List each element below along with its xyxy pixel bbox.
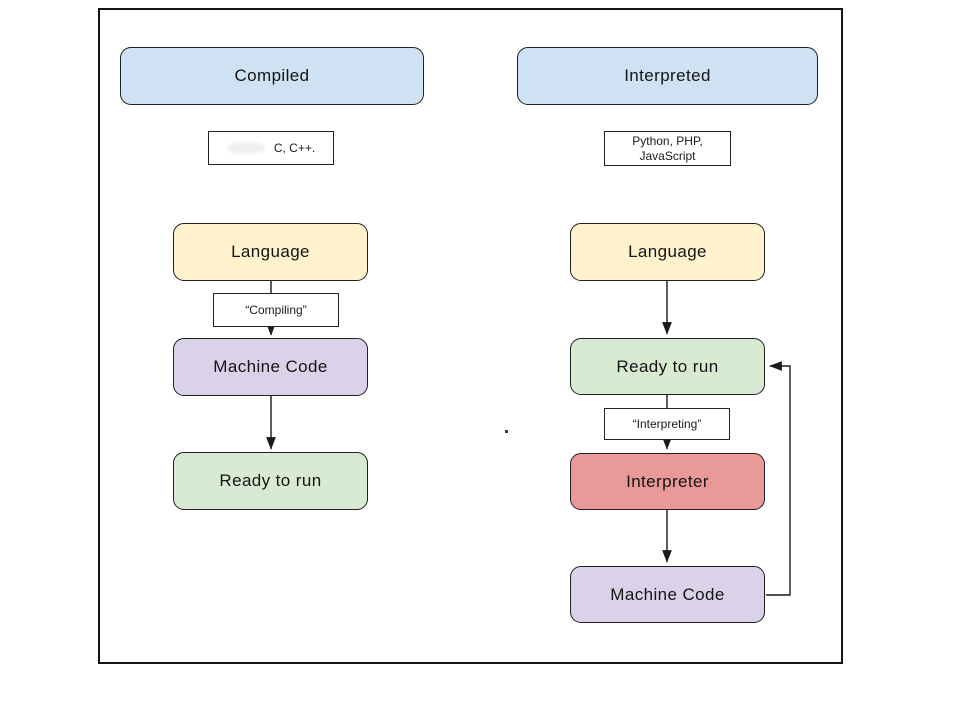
interpreter-label: Interpreter	[626, 471, 709, 491]
interpreted-ready-label: Ready to run	[616, 356, 719, 376]
compiled-language-label: Language	[231, 242, 310, 261]
stray-mark-dot	[505, 430, 508, 433]
compiled-examples-label: C, C++.	[273, 140, 316, 155]
interpreting-edge-label: “Interpreting”	[632, 416, 702, 431]
interpreted-examples-line1: Python, PHP,	[632, 133, 703, 148]
interpreted-language-node: Language	[570, 223, 765, 281]
interpreted-machine-code-label: Machine Code	[610, 584, 725, 604]
compiling-edge-label: “Compiling”	[245, 302, 307, 317]
interpreted-examples-line2: JavaScript	[639, 148, 696, 163]
interpreted-header-box: Interpreted	[517, 47, 818, 105]
interpreted-header-label: Interpreted	[624, 66, 711, 85]
interpreter-node: Interpreter	[570, 453, 765, 510]
diagram-frame	[98, 8, 843, 664]
interpreted-language-label: Language	[628, 242, 707, 261]
compiled-machine-code-node: Machine Code	[173, 338, 368, 396]
interpreted-machine-code-node: Machine Code	[570, 566, 765, 623]
compiled-language-node: Language	[173, 223, 368, 281]
interpreted-ready-node: Ready to run	[570, 338, 765, 395]
compiled-header-label: Compiled	[234, 66, 310, 85]
compiled-ready-label: Ready to run	[219, 471, 322, 490]
interpreted-examples-box: Python, PHP, JavaScript	[604, 131, 731, 166]
compiled-machine-code-label: Machine Code	[213, 357, 328, 376]
compiling-edge-label-box: “Compiling”	[213, 293, 339, 327]
compiled-header-box: Compiled	[120, 47, 424, 105]
compiled-ready-node: Ready to run	[173, 452, 368, 510]
interpreting-edge-label-box: “Interpreting”	[604, 408, 730, 440]
compiled-examples-box: C, C++.	[208, 131, 334, 165]
erased-text-artifact	[226, 142, 265, 154]
